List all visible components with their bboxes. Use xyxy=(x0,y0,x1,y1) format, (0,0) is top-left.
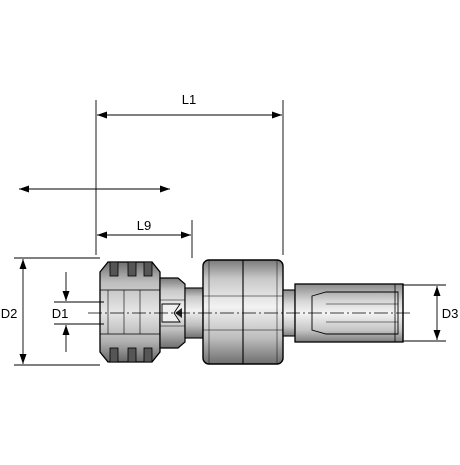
dimension-d1: D1 xyxy=(49,272,104,352)
dimension-l1: L1 xyxy=(95,92,284,255)
tool-body xyxy=(88,259,412,365)
l1-label: L1 xyxy=(182,92,196,107)
dimension-d3: D3 xyxy=(403,284,460,342)
dimension-d2: D2 xyxy=(0,257,100,366)
d2-label: D2 xyxy=(1,306,18,321)
collet-nut xyxy=(99,261,161,363)
d1-label: D1 xyxy=(52,306,69,321)
holder-collar xyxy=(202,259,284,365)
l9-label: L9 xyxy=(137,218,151,233)
d3-label: D3 xyxy=(442,306,459,321)
dimension-l9: L9 xyxy=(97,218,193,258)
